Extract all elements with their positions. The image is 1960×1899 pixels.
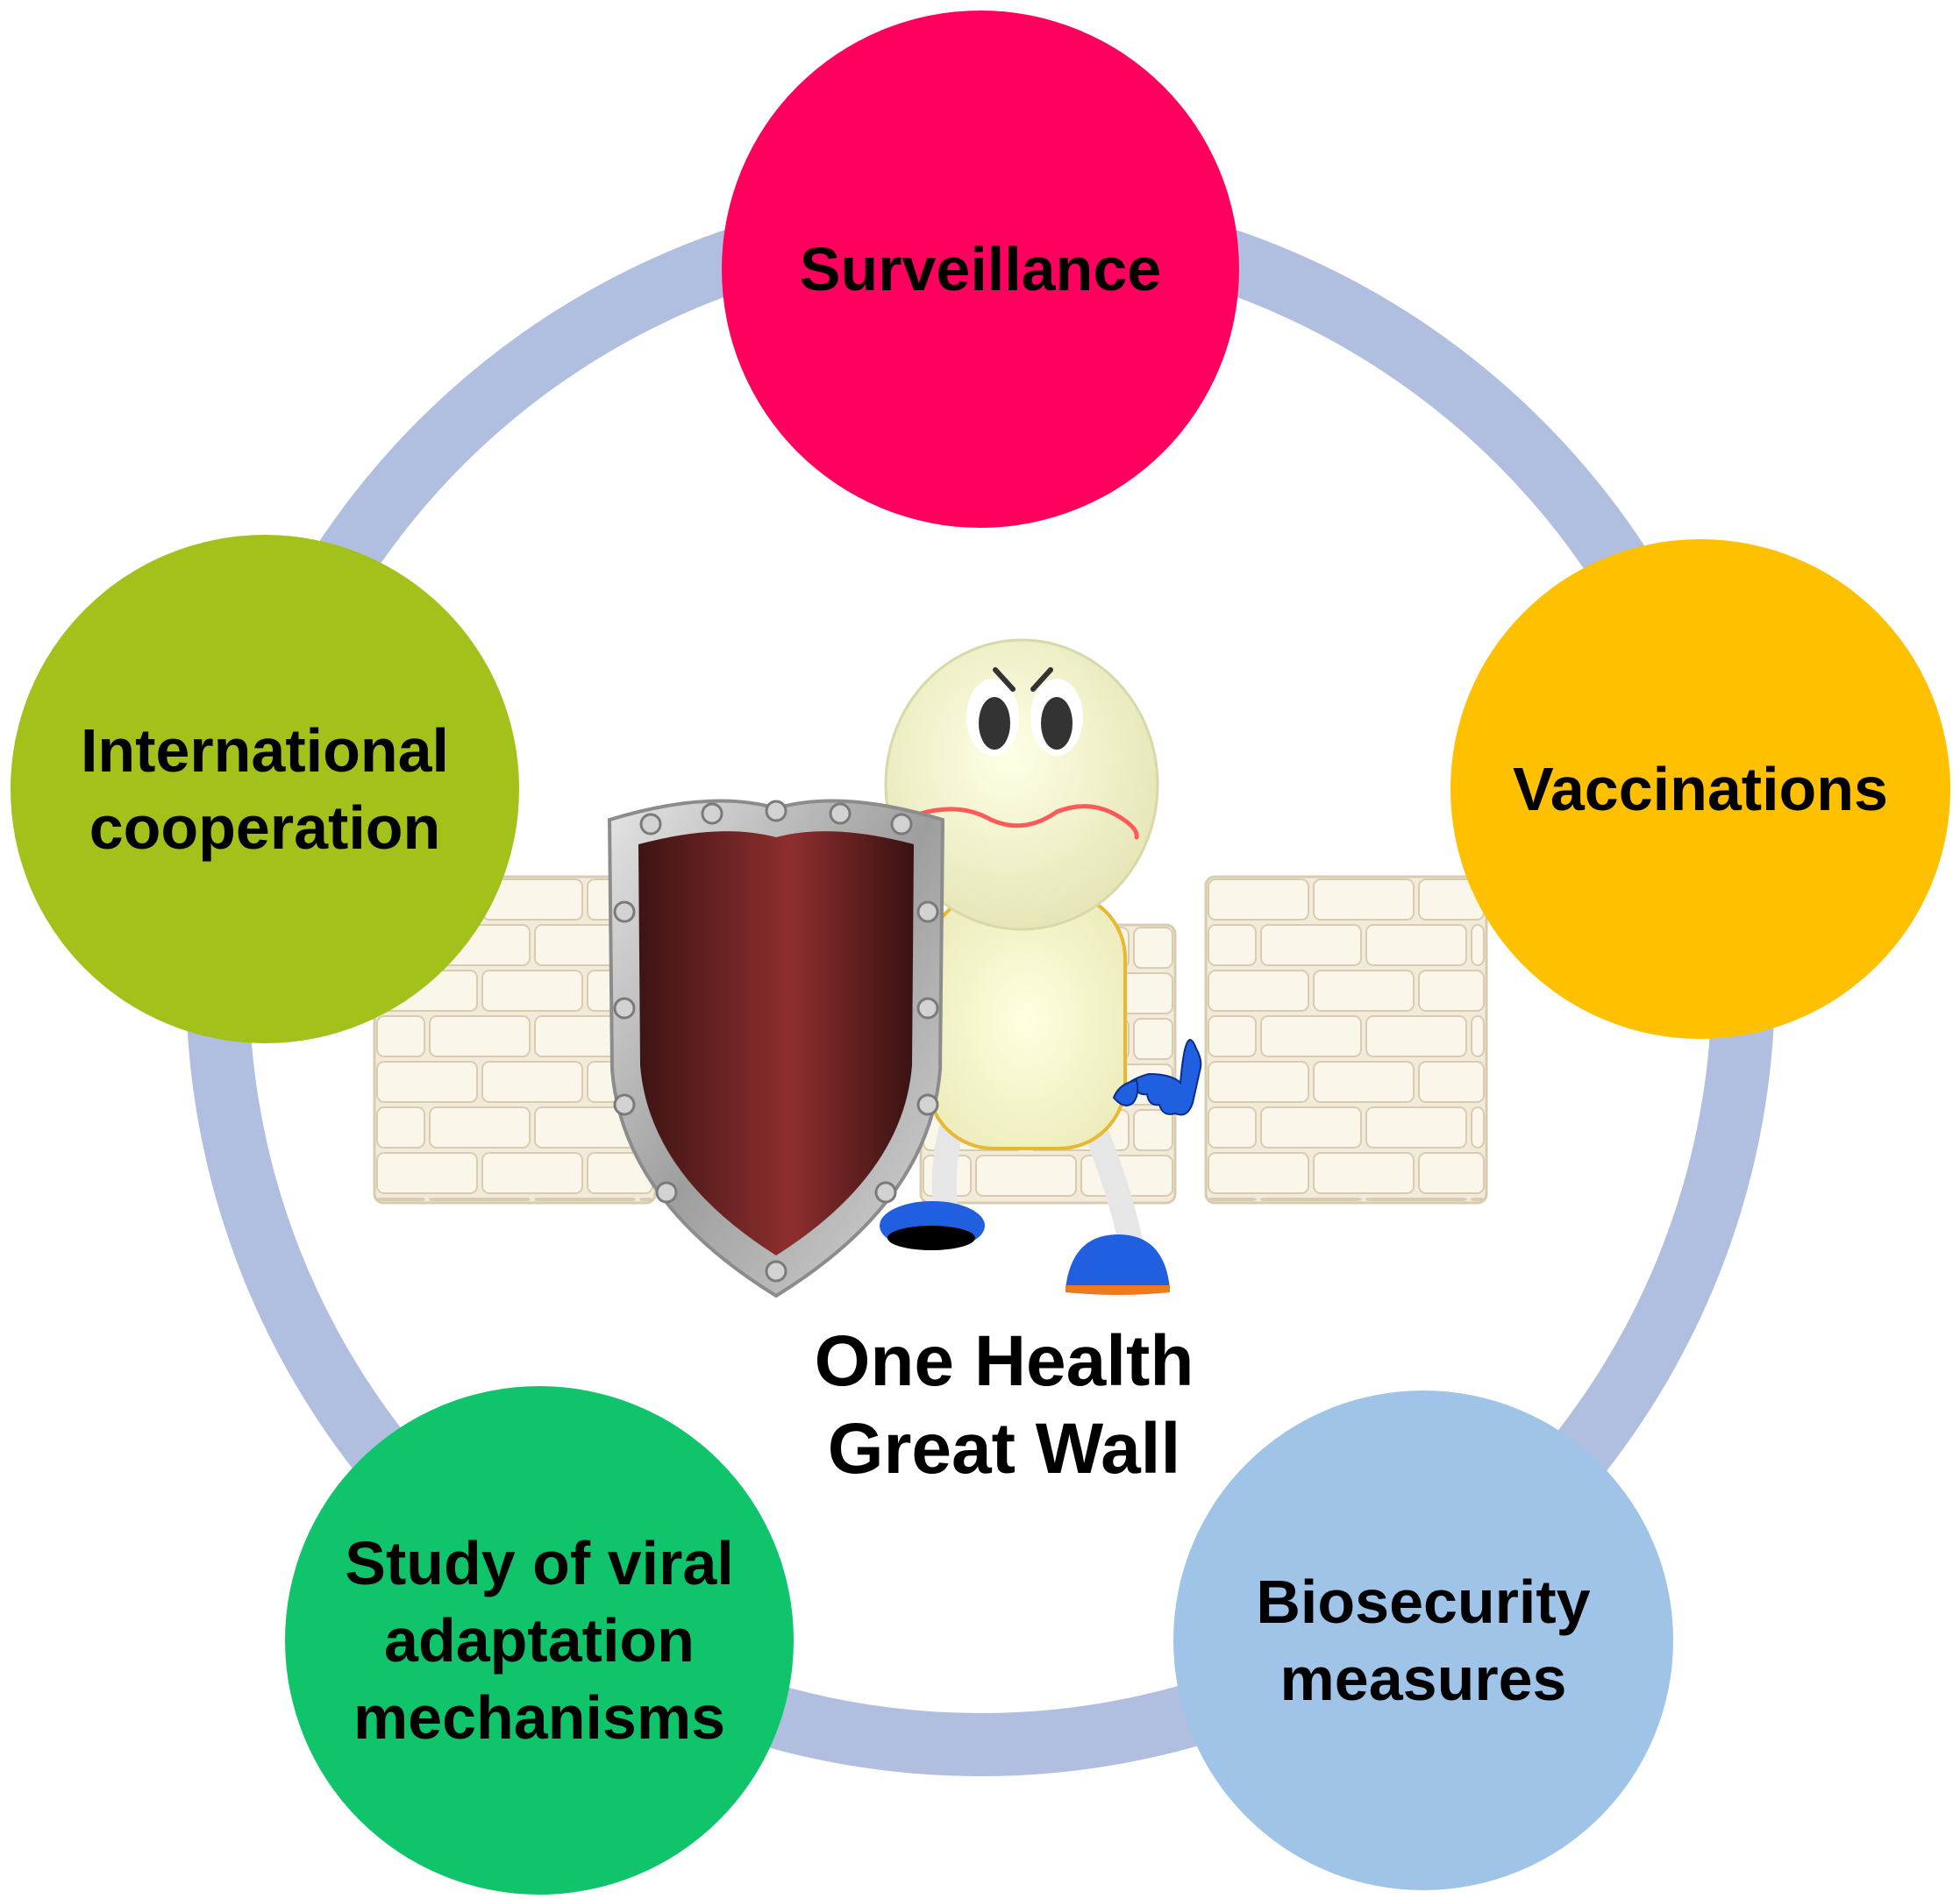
- node-international: International cooperation: [11, 535, 519, 1043]
- node-surveillance-label: Surveillance: [800, 235, 1161, 303]
- shield: [607, 799, 945, 1298]
- mascot-illustration: [373, 638, 1488, 1298]
- mascot-shoe-right: [1066, 1234, 1170, 1295]
- node-biosecurity: Biosecurity measures: [1173, 1390, 1673, 1890]
- brick-wall-right: [1204, 875, 1488, 1205]
- node-international-label: cooperation: [89, 793, 441, 862]
- mascot-shoe-left: [880, 1201, 985, 1250]
- node-international-circle: [11, 535, 519, 1043]
- node-international-label: International: [81, 716, 449, 785]
- shield-rivets: [613, 800, 939, 1283]
- center-title-line: Great Wall: [828, 1409, 1181, 1489]
- node-study: Study of viral adaptation mechanisms: [285, 1386, 794, 1895]
- node-vaccinations-circle: [1450, 539, 1950, 1039]
- node-surveillance: Surveillance: [722, 11, 1239, 528]
- node-vaccinations: Vaccinations: [1450, 539, 1950, 1039]
- node-study-circle: [285, 1386, 794, 1895]
- mascot-glove: [1112, 1039, 1202, 1116]
- mascot-mouth: [918, 804, 1139, 840]
- center-title-line: One Health: [815, 1321, 1194, 1401]
- node-study-label: mechanisms: [353, 1683, 725, 1752]
- node-study-label: adaptation: [384, 1606, 695, 1675]
- node-biosecurity-circle: [1173, 1390, 1673, 1890]
- mascot-head: [884, 638, 1159, 931]
- mascot-brow-right: [1030, 667, 1053, 692]
- mascot-brow-left: [993, 667, 1016, 692]
- mascot-body: [926, 891, 1127, 1150]
- node-vaccinations-label: Vaccinations: [1513, 755, 1888, 823]
- node-study-label: Study of viral: [345, 1529, 733, 1597]
- node-biosecurity-label: measures: [1280, 1645, 1567, 1713]
- node-surveillance-circle: [722, 11, 1239, 528]
- node-biosecurity-label: Biosecurity: [1256, 1568, 1590, 1636]
